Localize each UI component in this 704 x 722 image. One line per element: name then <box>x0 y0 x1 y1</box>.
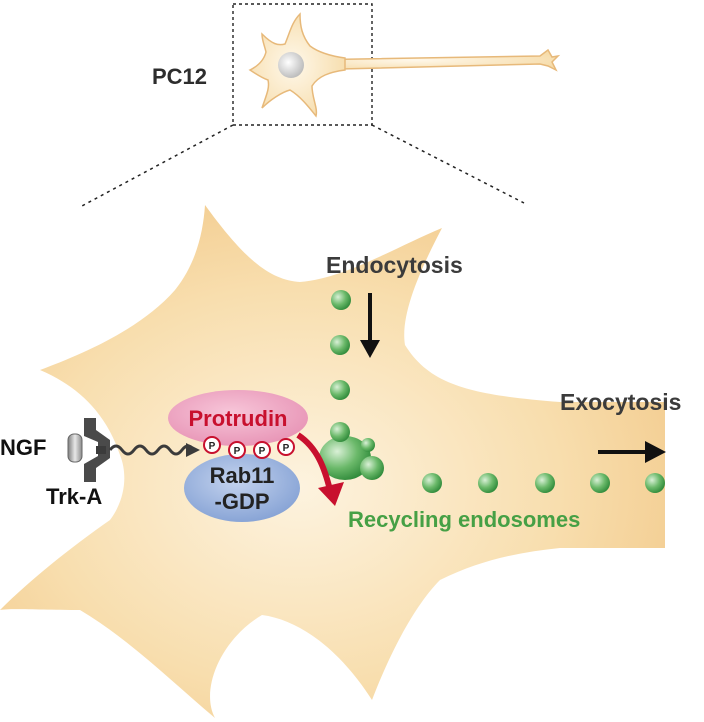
vesicle-icon <box>535 473 555 493</box>
svg-text:P: P <box>234 446 241 457</box>
svg-text:P: P <box>259 446 266 457</box>
signaling-arrowhead <box>186 443 200 457</box>
phosphate-icon: P <box>203 436 221 454</box>
recycling-endosomes-label: Recycling endosomes <box>348 507 580 532</box>
vesicle-icon <box>645 473 665 493</box>
ngf-icon <box>67 433 83 463</box>
rab11-label: Rab11 <box>210 463 275 488</box>
red-curved-arrow <box>296 432 333 491</box>
vesicle-icon <box>590 473 610 493</box>
vesicle-icon <box>330 380 350 400</box>
phosphate-icon: P <box>228 441 246 459</box>
protrudin-label: Protrudin <box>189 406 288 431</box>
vesicle-icon <box>478 473 498 493</box>
nucleus-icon <box>278 52 304 78</box>
exocytic-vesicles <box>422 473 665 493</box>
phosphate-groups: P P P P <box>203 436 295 459</box>
phosphate-icon: P <box>277 438 295 456</box>
zoom-line-left <box>79 124 234 208</box>
neuron-icon <box>248 12 561 118</box>
vesicle-icon <box>331 290 351 310</box>
exocytosis-arrowhead <box>645 441 666 463</box>
recycling-endosome-cluster <box>319 422 384 480</box>
gdp-label: -GDP <box>215 489 270 514</box>
protrudin <box>168 390 308 446</box>
exocytosis-label: Exocytosis <box>560 389 681 415</box>
svg-text:P: P <box>283 443 290 454</box>
ngf-label: NGF <box>0 435 46 460</box>
signaling-wave <box>108 444 198 456</box>
pc12-inset: PC12 <box>152 3 561 126</box>
zoom-line-right <box>371 124 525 204</box>
rab11-gdp <box>184 454 300 522</box>
endocytosis-arrowhead <box>360 340 380 358</box>
endocytosis-label: Endocytosis <box>326 252 463 278</box>
cell-line-label: PC12 <box>152 64 207 89</box>
receptor-icon <box>84 418 110 482</box>
trk-a-label: Trk-A <box>46 484 102 509</box>
vesicle-icon <box>330 335 350 355</box>
endocytic-vesicles <box>330 290 351 400</box>
phosphate-icon: P <box>253 441 271 459</box>
svg-text:P: P <box>209 441 216 452</box>
vesicle-icon <box>422 473 442 493</box>
red-arrowhead <box>318 482 344 506</box>
